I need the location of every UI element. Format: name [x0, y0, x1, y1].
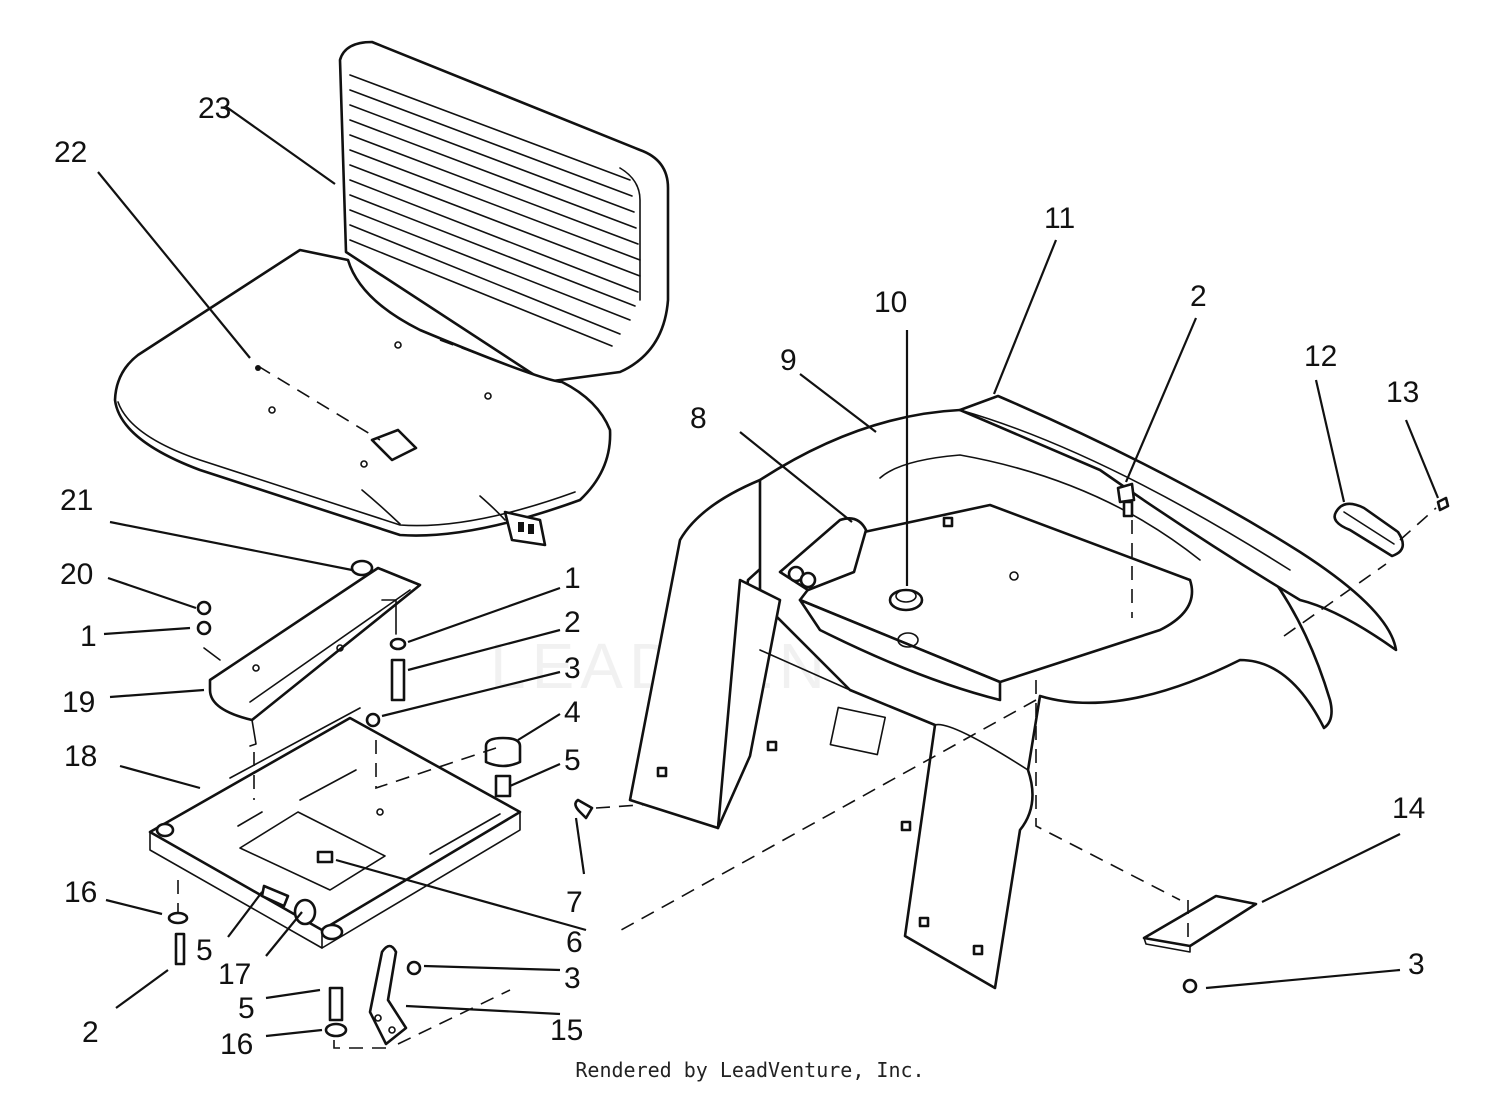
callout-10: 10	[874, 286, 907, 319]
reflector-12	[1283, 496, 1450, 637]
callout-3-upper: 3	[564, 652, 581, 685]
callout-19: 19	[62, 686, 95, 719]
rear-fender	[613, 394, 1398, 990]
seat-assembly	[113, 40, 670, 547]
callout-leaders	[97, 105, 1440, 1038]
callout-6: 6	[566, 926, 583, 959]
callout-5-lower-left: 5	[196, 934, 213, 967]
pad-14	[1142, 894, 1258, 994]
callout-labels: 23 22 21 20 1 19 18 16 2 5 17 5 16 1 2 3…	[54, 92, 1425, 1061]
grommet-10	[888, 588, 924, 612]
callout-5-bottom: 5	[238, 992, 255, 1025]
bracket-8	[778, 517, 868, 592]
callout-3-right: 3	[1408, 948, 1425, 981]
callout-17: 17	[218, 958, 251, 991]
callout-18: 18	[64, 740, 97, 773]
callout-16-upper: 16	[64, 876, 97, 909]
callout-23: 23	[198, 92, 231, 125]
callout-1-left: 1	[80, 620, 97, 653]
callout-5-right: 5	[564, 744, 581, 777]
render-credit: Rendered by LeadVenture, Inc.	[575, 1058, 925, 1082]
callout-12: 12	[1304, 340, 1337, 373]
callout-4: 4	[564, 696, 581, 729]
callout-22: 22	[54, 136, 87, 169]
callout-14: 14	[1392, 792, 1425, 825]
callout-8: 8	[690, 402, 707, 435]
callout-2-fender: 2	[1190, 280, 1207, 313]
callout-13: 13	[1386, 376, 1419, 409]
seat-mount-plate	[148, 707, 522, 949]
fender-bolt	[1116, 482, 1136, 518]
callout-3-lower: 3	[564, 962, 581, 995]
callout-1-right: 1	[564, 562, 581, 595]
callout-21: 21	[60, 484, 93, 517]
callout-9: 9	[780, 344, 797, 377]
seat-bracket	[208, 559, 422, 747]
callout-20: 20	[60, 558, 93, 591]
callout-2-mid: 2	[564, 606, 581, 639]
callout-2-lower: 2	[82, 1016, 99, 1049]
callout-15: 15	[550, 1014, 583, 1047]
bracket-15	[333, 944, 511, 1049]
callout-11: 11	[1044, 202, 1075, 235]
callout-7: 7	[566, 886, 583, 919]
callout-16-lower: 16	[220, 1028, 253, 1061]
